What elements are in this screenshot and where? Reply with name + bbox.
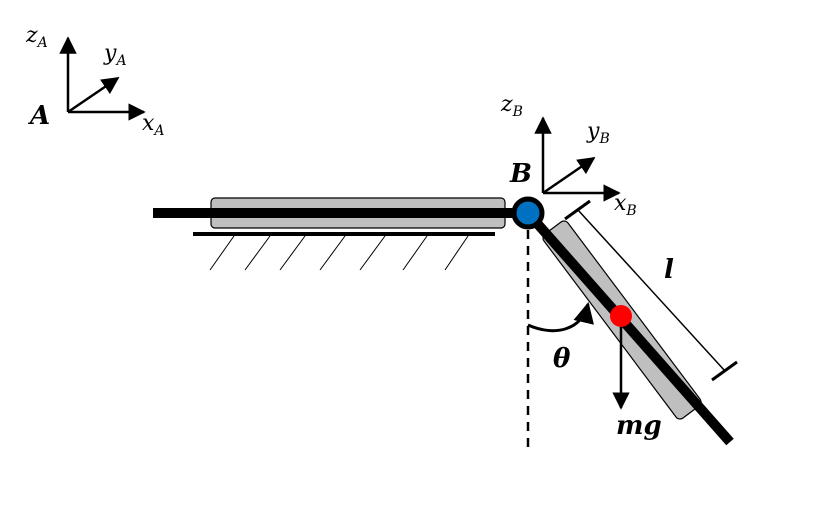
ground-support bbox=[193, 232, 495, 271]
frame-a-z-label: zA bbox=[25, 23, 48, 51]
frame-b-origin-label: B bbox=[509, 159, 532, 189]
pendulum-link bbox=[524, 209, 734, 446]
length-dimension-tick-top bbox=[564, 199, 591, 221]
angle-arc bbox=[527, 301, 594, 333]
ground-hatching bbox=[209, 235, 469, 271]
frame-b-y-axis bbox=[542, 156, 596, 195]
frame-b-y-label: yB bbox=[586, 119, 610, 147]
fixed-link bbox=[153, 197, 527, 229]
gravity-force: mg bbox=[612, 318, 662, 441]
center-of-mass bbox=[610, 305, 632, 327]
pendulum-rod bbox=[524, 209, 734, 446]
joint-b bbox=[511, 196, 545, 230]
frame-a-y-axis bbox=[67, 76, 120, 114]
force-label: mg bbox=[616, 411, 662, 441]
frame-a-origin-label: A bbox=[27, 101, 50, 131]
angle-indicator: θ bbox=[527, 301, 594, 374]
frame-a-x-label: xA bbox=[142, 111, 165, 139]
frame-a: zA yA xA A bbox=[25, 23, 165, 139]
length-label: l bbox=[664, 255, 674, 285]
length-dimension-line bbox=[577, 209, 726, 372]
frame-b-z-label: zB bbox=[500, 92, 523, 120]
frame-a-y-label: yA bbox=[103, 41, 127, 69]
length-dimension-tick-bottom bbox=[711, 360, 738, 382]
angle-label: θ bbox=[553, 344, 571, 374]
frame-b: zB yB xB B bbox=[500, 92, 637, 219]
frame-b-x-label: xB bbox=[614, 191, 637, 219]
length-dimension: l bbox=[564, 199, 738, 382]
